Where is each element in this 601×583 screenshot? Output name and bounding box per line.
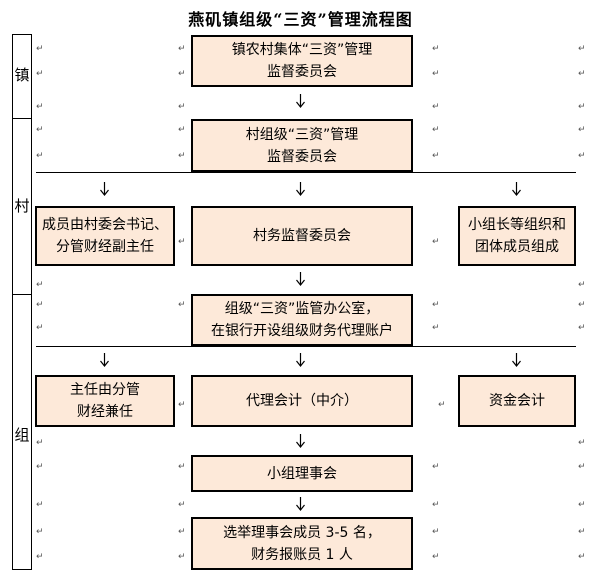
- paragraph-mark-icon: ↵: [178, 44, 186, 54]
- paragraph-mark-icon: ↵: [432, 151, 440, 161]
- paragraph-mark-icon: ↵: [178, 102, 186, 112]
- paragraph-mark-icon: ↵: [578, 125, 586, 135]
- paragraph-mark-icon: ↵: [178, 69, 186, 79]
- box-line: 村务监督委员会: [253, 228, 351, 244]
- box-line: 财经兼任: [77, 404, 133, 420]
- sidebar-divider: [12, 118, 32, 119]
- paragraph-mark-icon: ↵: [36, 280, 44, 290]
- box-line: 小组长等组织和: [468, 217, 566, 233]
- paragraph-mark-icon: ↵: [178, 400, 186, 410]
- arrow-down-icon: [296, 353, 305, 367]
- paragraph-mark-icon: ↵: [432, 323, 440, 333]
- box-line: 资金会计: [489, 393, 545, 409]
- arrow-down-icon: [296, 434, 305, 448]
- members-right-box: 小组长等组织和团体成员组成: [458, 206, 576, 266]
- paragraph-mark-icon: ↵: [578, 552, 586, 562]
- zhen-committee-box: 镇农村集体“三资”管理监督委员会: [191, 35, 413, 87]
- paragraph-mark-icon: ↵: [178, 552, 186, 562]
- paragraph-mark-icon: ↵: [36, 102, 44, 112]
- box-line: 在银行开设组级财务代理账户: [211, 323, 393, 339]
- arrow-down-icon: [296, 94, 305, 108]
- paragraph-mark-icon: ↵: [36, 44, 44, 54]
- box-line: 代理会计（中介）: [246, 393, 358, 409]
- paragraph-mark-icon: ↵: [178, 125, 186, 135]
- box-line: 分管财经副主任: [56, 239, 154, 255]
- paragraph-mark-icon: ↵: [178, 237, 186, 247]
- level-label-zhen: 镇: [14, 66, 30, 84]
- paragraph-mark-icon: ↵: [36, 462, 44, 472]
- paragraph-mark-icon: ↵: [432, 300, 440, 310]
- branch-line: [36, 172, 576, 173]
- paragraph-mark-icon: ↵: [432, 552, 440, 562]
- paragraph-mark-icon: ↵: [432, 69, 440, 79]
- arrow-down-icon: [296, 497, 305, 511]
- members-left-box: 成员由村委会书记、分管财经副主任: [35, 206, 175, 266]
- paragraph-mark-icon: ↵: [578, 44, 586, 54]
- paragraph-mark-icon: ↵: [578, 151, 586, 161]
- arrow-down-icon: [296, 182, 305, 196]
- box-line: 小组理事会: [267, 465, 337, 482]
- paragraph-mark-icon: ↵: [432, 102, 440, 112]
- paragraph-mark-icon: ↵: [432, 462, 440, 472]
- director-box: 主任由分管财经兼任: [35, 375, 175, 427]
- paragraph-mark-icon: ↵: [578, 462, 586, 472]
- paragraph-mark-icon: ↵: [578, 280, 586, 290]
- arrow-down-icon: [512, 182, 521, 196]
- paragraph-mark-icon: ↵: [432, 237, 440, 247]
- arrow-down-icon: [296, 272, 305, 286]
- paragraph-mark-icon: ↵: [578, 527, 586, 537]
- box-line: 村组级“三资”管理: [245, 126, 359, 143]
- paragraph-mark-icon: ↵: [578, 500, 586, 510]
- box-line: 主任由分管: [70, 382, 140, 398]
- box-line: 镇农村集体“三资”管理: [231, 42, 373, 58]
- box-line: 组级“三资”监管办公室，: [224, 301, 380, 317]
- paragraph-mark-icon: ↵: [36, 500, 44, 510]
- paragraph-mark-icon: ↵: [36, 438, 44, 448]
- village-committee-box: 村组级“三资”管理监督委员会: [191, 119, 413, 172]
- paragraph-mark-icon: ↵: [178, 500, 186, 510]
- group-council-box: 小组理事会: [191, 455, 413, 492]
- box-line: 监督委员会: [266, 148, 337, 165]
- election-box: 选举理事会成员 3-5 名， 财务报账员 1 人: [191, 517, 413, 570]
- branch-line: [36, 346, 576, 347]
- paragraph-mark-icon: ↵: [36, 300, 44, 310]
- paragraph-mark-icon: ↵: [178, 462, 186, 472]
- paragraph-mark-icon: ↵: [36, 552, 44, 562]
- paragraph-mark-icon: ↵: [36, 151, 44, 161]
- village-affairs-box: 村务监督委员会: [191, 206, 413, 266]
- paragraph-mark-icon: ↵: [578, 323, 586, 333]
- office-box: 组级“三资”监管办公室， 在银行开设组级财务代理账户: [191, 294, 413, 346]
- paragraph-mark-icon: ↵: [36, 69, 44, 79]
- box-line: 选举理事会成员 3-5 名，: [223, 524, 381, 541]
- paragraph-mark-icon: ↵: [178, 151, 186, 161]
- paragraph-mark-icon: ↵: [432, 44, 440, 54]
- diagram-title: 燕矶镇组级“三资”管理流程图: [188, 10, 413, 29]
- box-line: 监督委员会: [266, 64, 337, 80]
- box-line: 团体成员组成: [475, 239, 559, 255]
- paragraph-mark-icon: ↵: [578, 69, 586, 79]
- paragraph-mark-icon: ↵: [578, 300, 586, 310]
- arrow-down-icon: [100, 353, 109, 367]
- box-line: 财务报账员 1 人: [251, 546, 353, 563]
- paragraph-mark-icon: ↵: [36, 323, 44, 333]
- paragraph-mark-icon: ↵: [578, 438, 586, 448]
- paragraph-mark-icon: ↵: [36, 527, 44, 537]
- level-label-zu: 组: [14, 426, 30, 444]
- paragraph-mark-icon: ↵: [438, 400, 446, 410]
- box-line: 成员由村委会书记、: [42, 217, 168, 233]
- paragraph-mark-icon: ↵: [578, 102, 586, 112]
- paragraph-mark-icon: ↵: [36, 125, 44, 135]
- paragraph-mark-icon: ↵: [432, 527, 440, 537]
- fund-accounting-box: 资金会计: [458, 375, 576, 427]
- paragraph-mark-icon: ↵: [432, 500, 440, 510]
- level-sidebar: [12, 34, 32, 570]
- paragraph-mark-icon: ↵: [178, 527, 186, 537]
- sidebar-divider: [12, 294, 32, 295]
- paragraph-mark-icon: ↵: [432, 125, 440, 135]
- level-label-cun: 村: [14, 197, 30, 215]
- agent-accounting-box: 代理会计（中介）: [191, 375, 413, 427]
- arrow-down-icon: [512, 353, 521, 367]
- arrow-down-icon: [100, 182, 109, 196]
- paragraph-mark-icon: ↵: [178, 300, 186, 310]
